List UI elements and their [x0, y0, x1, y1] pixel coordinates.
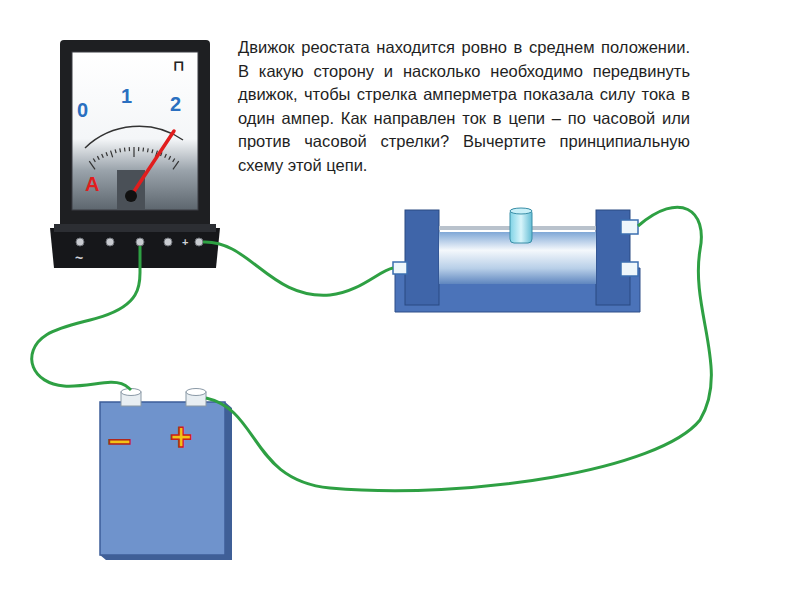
- wire: [32, 268, 140, 390]
- ammeter-face: [72, 52, 198, 210]
- ammeter-housing: [60, 40, 210, 230]
- battery: –+: [100, 388, 232, 560]
- wire-stub: [139, 246, 142, 268]
- rheostat-terminal: [393, 262, 407, 274]
- battery: [100, 389, 232, 561]
- task-text: Движок реостата находится ровно в средне…: [238, 36, 690, 177]
- scale-label: ~: [75, 251, 83, 265]
- scale-label: 1: [121, 86, 132, 106]
- rheostat: [393, 208, 640, 312]
- rheostat-terminal: [621, 220, 638, 234]
- scale-label: +: [182, 237, 188, 248]
- dial-ticks: [89, 147, 178, 169]
- scale-label: А: [85, 174, 99, 194]
- ammeter-base: [50, 228, 220, 268]
- base-rim: [54, 224, 216, 232]
- battery-terminal-top: [186, 389, 206, 396]
- scale-label: +: [170, 418, 192, 456]
- wire: [203, 242, 393, 295]
- slider-top: [510, 208, 532, 214]
- scale-label: –: [108, 418, 131, 460]
- scale-label: 2: [170, 94, 181, 114]
- rheostat-terminal: [621, 262, 638, 276]
- scale-label: 0: [77, 100, 88, 120]
- needle-pivot: [125, 190, 137, 202]
- battery-side: [100, 402, 232, 560]
- slider: [510, 209, 532, 243]
- needle-pillar: [117, 170, 145, 210]
- needle: [131, 131, 174, 196]
- ammeter: 0 1 2А ⊓ ~ +: [55, 38, 215, 268]
- battery-body: [100, 402, 225, 555]
- scale-label: ⊓: [173, 58, 185, 73]
- wire: [206, 207, 711, 490]
- rheostat-post: [405, 210, 439, 305]
- ammeter: [50, 40, 220, 268]
